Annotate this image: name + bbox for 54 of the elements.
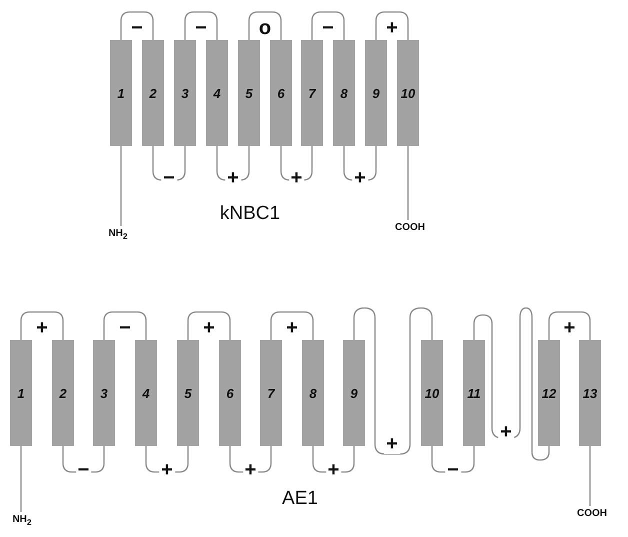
transmembrane-helix: 4 xyxy=(135,340,157,446)
loop-connector xyxy=(20,311,64,340)
loop-connector xyxy=(343,146,377,181)
loop-connector xyxy=(120,146,122,226)
terminus-label: NH$_{2}$ xyxy=(12,514,32,527)
transmembrane-helix: 11 xyxy=(463,340,485,446)
loop-connector xyxy=(145,446,189,473)
loop-connector xyxy=(280,146,313,181)
loop-connector xyxy=(548,311,591,340)
terminus-label: COOH xyxy=(577,508,607,519)
transmembrane-helix: 5 xyxy=(177,340,199,446)
loop-connector xyxy=(20,446,22,512)
terminus-label: NH$_{2}$ xyxy=(108,228,128,241)
transmembrane-helix: 2 xyxy=(142,40,164,146)
loop-connector xyxy=(431,446,475,473)
protein-name: kNBC1 xyxy=(220,203,280,225)
transmembrane-helix: 1 xyxy=(110,40,132,146)
terminus-label: COOH xyxy=(395,222,425,233)
loop-connector xyxy=(312,446,355,473)
transmembrane-helix: 7 xyxy=(301,40,323,146)
transmembrane-helix: 13 xyxy=(579,340,601,446)
protein-name: AE1 xyxy=(282,488,318,510)
transmembrane-helix: 3 xyxy=(93,340,115,446)
loop-connector xyxy=(375,11,409,40)
transmembrane-helix: 3 xyxy=(174,40,196,146)
transmembrane-helix: 8 xyxy=(302,340,324,446)
transmembrane-helix: 12 xyxy=(538,340,560,446)
loop-connector xyxy=(589,446,591,506)
loop-connector xyxy=(216,146,250,181)
transmembrane-helix: 1 xyxy=(10,340,32,446)
loop-connector xyxy=(120,11,154,40)
transmembrane-helix: 2 xyxy=(52,340,74,446)
loop-connector xyxy=(184,11,218,40)
loop-connector xyxy=(229,446,272,473)
transmembrane-helix: 9 xyxy=(343,340,365,446)
loop-connector xyxy=(407,146,409,220)
loop-connector xyxy=(187,311,231,340)
transmembrane-helix: 8 xyxy=(333,40,355,146)
loop-connector xyxy=(62,446,105,473)
transmembrane-helix: 5 xyxy=(238,40,260,146)
transmembrane-helix: 6 xyxy=(270,40,292,146)
loop-connector xyxy=(270,311,314,340)
loop-connector xyxy=(353,307,433,455)
transmembrane-helix: 7 xyxy=(260,340,282,446)
loop-connector xyxy=(473,307,550,461)
loop-connector xyxy=(248,11,282,40)
transmembrane-helix: 6 xyxy=(219,340,241,446)
loop-connector xyxy=(103,311,147,340)
loop-connector xyxy=(311,11,345,40)
loop-connector xyxy=(152,146,186,181)
transmembrane-helix: 10 xyxy=(421,340,443,446)
transmembrane-helix: 9 xyxy=(365,40,387,146)
transmembrane-helix: 10 xyxy=(397,40,419,146)
transmembrane-helix: 4 xyxy=(206,40,228,146)
